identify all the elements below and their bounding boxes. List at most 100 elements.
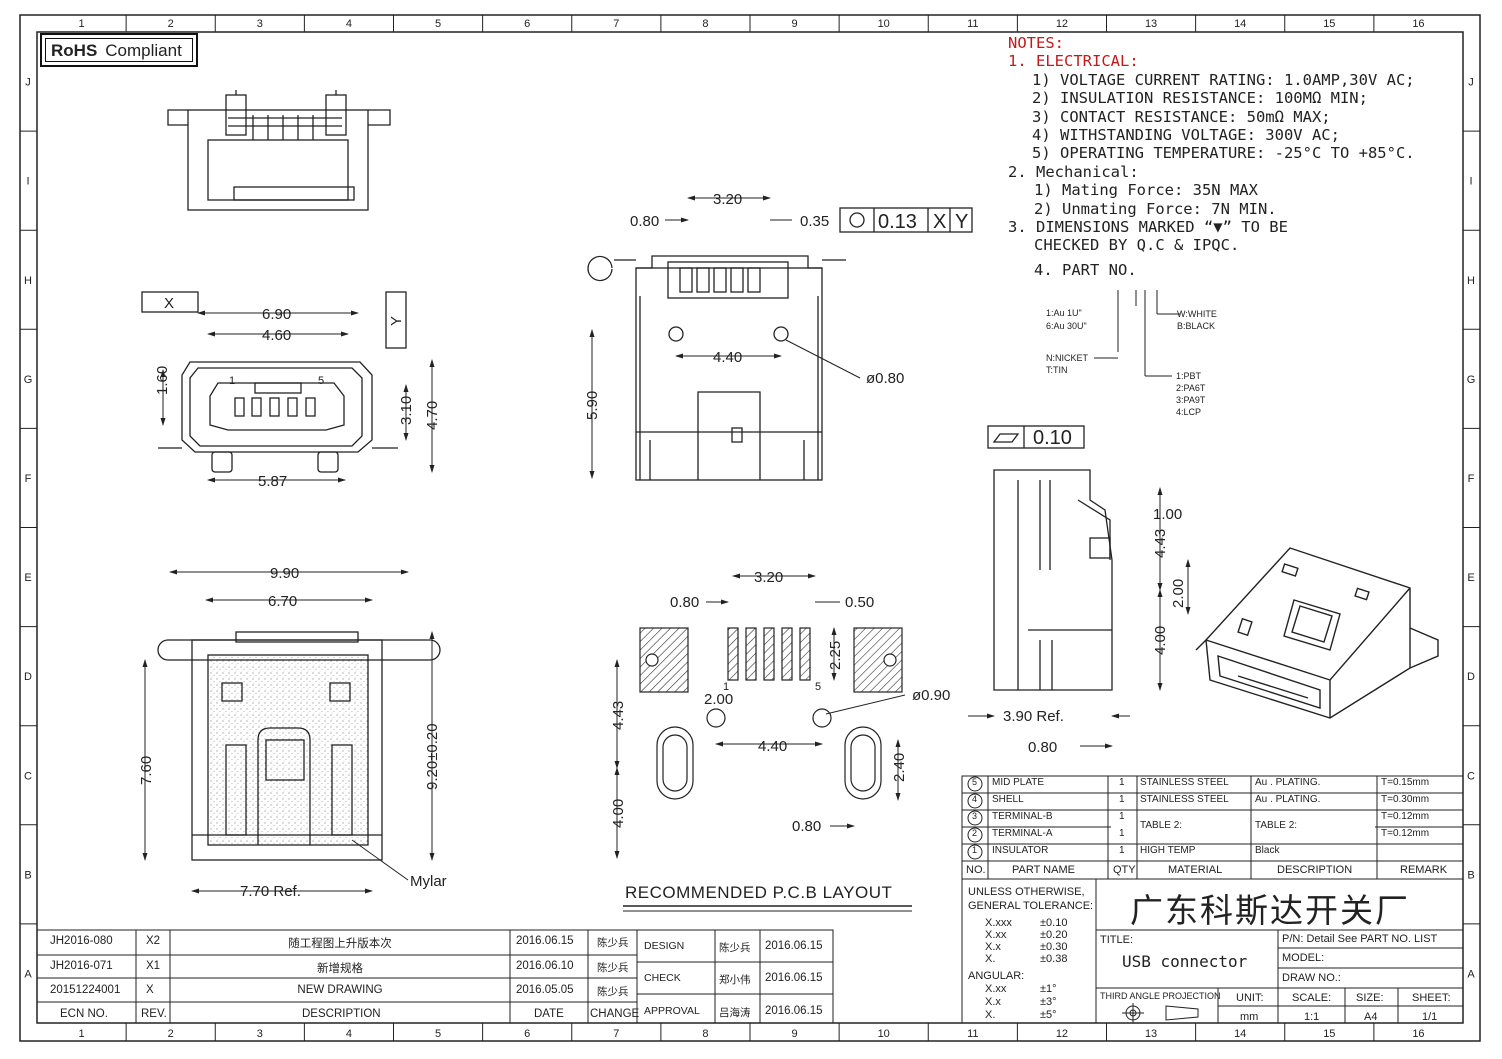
bom-cell-remark: T=0.15mm — [1381, 777, 1430, 788]
tol-a2a: X.x — [985, 996, 1001, 1008]
bom-cell-name: SHELL — [992, 794, 1024, 805]
color-1: W:WHITE — [1177, 309, 1217, 319]
revision-cell-ecn: 20151224001 — [50, 984, 121, 996]
revision-cell-rev: X2 — [146, 935, 161, 947]
dim-9-90: 9.90 — [270, 565, 299, 582]
model-field: MODEL: — [1282, 952, 1325, 964]
tol-r4b: ±0.38 — [1040, 953, 1068, 965]
approval-cell-name: 吕海涛 — [719, 1007, 751, 1019]
note-3a: 3. DIMENSIONS MARKED “▼” TO BE — [1008, 218, 1288, 237]
pcb-dim-dia-0-90: ø0.90 — [912, 687, 950, 704]
pcb-dim-4-40: 4.40 — [758, 738, 787, 755]
tol-head-2: GENERAL TOLERANCE: — [968, 900, 1094, 912]
dim-0-80-side: 0.80 — [1028, 739, 1057, 756]
datum-x: X — [164, 295, 174, 312]
dim-0-80-top: 0.80 — [630, 213, 659, 230]
dim-6-70: 6.70 — [268, 593, 297, 610]
approval-cell-role: CHECK — [644, 972, 681, 984]
pcb-dim-4-43: 4.43 — [610, 701, 627, 730]
grid-row-label: C — [24, 770, 32, 782]
revision-cell-date: 2016.05.05 — [516, 984, 574, 996]
bom-header-name: PART NAME — [1012, 864, 1075, 876]
tol-r2a: X.xx — [985, 929, 1007, 941]
bom-item-number: 2 — [972, 828, 978, 838]
projection-symbol — [1122, 1003, 1199, 1023]
side-section-view — [987, 425, 1113, 691]
grid-row-label: H — [24, 275, 32, 287]
tolerance-position: 0.13 — [878, 211, 917, 233]
pcb-pin-1: 1 — [723, 681, 729, 693]
dim-4-60: 4.60 — [262, 327, 291, 344]
flatness-value: 0.10 — [1033, 427, 1072, 449]
grid-col-label: 9 — [792, 18, 798, 30]
bom-header-no: NO. — [966, 864, 986, 876]
pcb-dim-0-50: 0.50 — [845, 594, 874, 611]
grid-col-label: 4 — [346, 18, 352, 30]
grid-row-label: G — [1467, 374, 1476, 386]
bom-header-qty: QTY — [1113, 864, 1136, 876]
pcb-dim-3-20: 3.20 — [754, 569, 783, 586]
bom-header-desc: DESCRIPTION — [1277, 864, 1353, 876]
note-m1: 1) Mating Force: 35N MAX — [1034, 181, 1258, 200]
title-block-grid — [961, 775, 1464, 1024]
part-number-key: 1:Au 1U" 6:Au 30U" N:NICKET T:TIN W:WHIT… — [1046, 308, 1217, 417]
grid-col-label: 14 — [1234, 1028, 1246, 1040]
sheet-value: 1/1 — [1422, 1011, 1438, 1023]
top-view-middle — [587, 207, 973, 481]
pcb-layout-title: RECOMMENDED P.C.B LAYOUT — [625, 883, 892, 902]
approval-cell-role: APPROVAL — [644, 1005, 700, 1017]
grid-col-label: 10 — [878, 1028, 890, 1040]
grid-col-label: 1 — [79, 1028, 85, 1040]
material-4: 4:LCP — [1176, 407, 1201, 417]
tol-a2b: ±3° — [1040, 996, 1057, 1008]
grid-col-label: 13 — [1145, 1028, 1157, 1040]
dim-4-00-side: 4.00 — [1152, 626, 1169, 655]
bom-cell-name: INSULATOR — [992, 845, 1049, 856]
bom-cell-mat: HIGH TEMP — [1140, 845, 1196, 856]
grid-col-label: 13 — [1145, 18, 1157, 30]
dimension-labels: 6.90 4.60 5.87 1.60 3.10 4.70 X Y 1 5 3.… — [138, 191, 1187, 902]
dim-9-20: 9.20±0.20 — [424, 723, 441, 790]
grid-row-label: F — [1468, 473, 1475, 485]
rev-head-ecn: ECN NO. — [60, 1008, 108, 1020]
isometric-view — [1195, 547, 1439, 719]
revision-cell-by: 陈少兵 — [597, 937, 629, 949]
part-number-field: P/N: Detail See PART NO. LIST — [1282, 933, 1438, 945]
grid-col-label: 2 — [168, 18, 174, 30]
bom-cell-desc: Au . PLATING. — [1255, 777, 1321, 788]
tol-a3a: X. — [985, 1009, 996, 1021]
revision-cell-date: 2016.06.15 — [516, 935, 574, 947]
company-name: 广东科斯达开关厂 — [1130, 891, 1410, 930]
dim-7-60: 7.60 — [138, 756, 155, 785]
grid-row-label: A — [24, 968, 32, 980]
bom-cell-desc: TABLE 2: — [1255, 820, 1298, 831]
bom-item-number: 1 — [972, 845, 978, 855]
mylar-label: Mylar — [410, 873, 447, 890]
dim-5-90: 5.90 — [584, 391, 601, 420]
pcb-dim-4-00: 4.00 — [610, 799, 627, 828]
note-3b: CHECKED BY Q.C & IPQC. — [1034, 236, 1240, 255]
mating-face-view — [141, 291, 407, 473]
grid-col-label: 15 — [1323, 1028, 1335, 1040]
dim-1-60: 1.60 — [154, 366, 171, 395]
base-2: T:TIN — [1046, 365, 1068, 375]
rohs-strong: RoHS — [51, 41, 98, 60]
bom-cell-qty: 1 — [1119, 777, 1125, 788]
bom-cell-qty: 1 — [1119, 794, 1125, 805]
tol-r2b: ±0.20 — [1040, 929, 1068, 941]
tol-head-1: UNLESS OTHERWISE, — [968, 886, 1085, 898]
grid-row-label: F — [25, 473, 32, 485]
dim-7-70-ref: 7.70 Ref. — [240, 883, 301, 900]
approval-cell-date: 2016.06.15 — [765, 940, 823, 952]
grid-col-label: 16 — [1412, 18, 1424, 30]
dim-4-70: 4.70 — [424, 401, 441, 430]
revision-cell-date: 2016.06.10 — [516, 960, 574, 972]
grid-row-label: E — [1467, 572, 1474, 584]
tol-a3b: ±5° — [1040, 1009, 1057, 1021]
grid-row-label: I — [1469, 176, 1472, 188]
grid-row-label: C — [1467, 770, 1475, 782]
unit-value: mm — [1240, 1011, 1259, 1023]
bom-cell-name: MID PLATE — [992, 777, 1045, 788]
bom-cell-remark: T=0.12mm — [1381, 828, 1430, 839]
